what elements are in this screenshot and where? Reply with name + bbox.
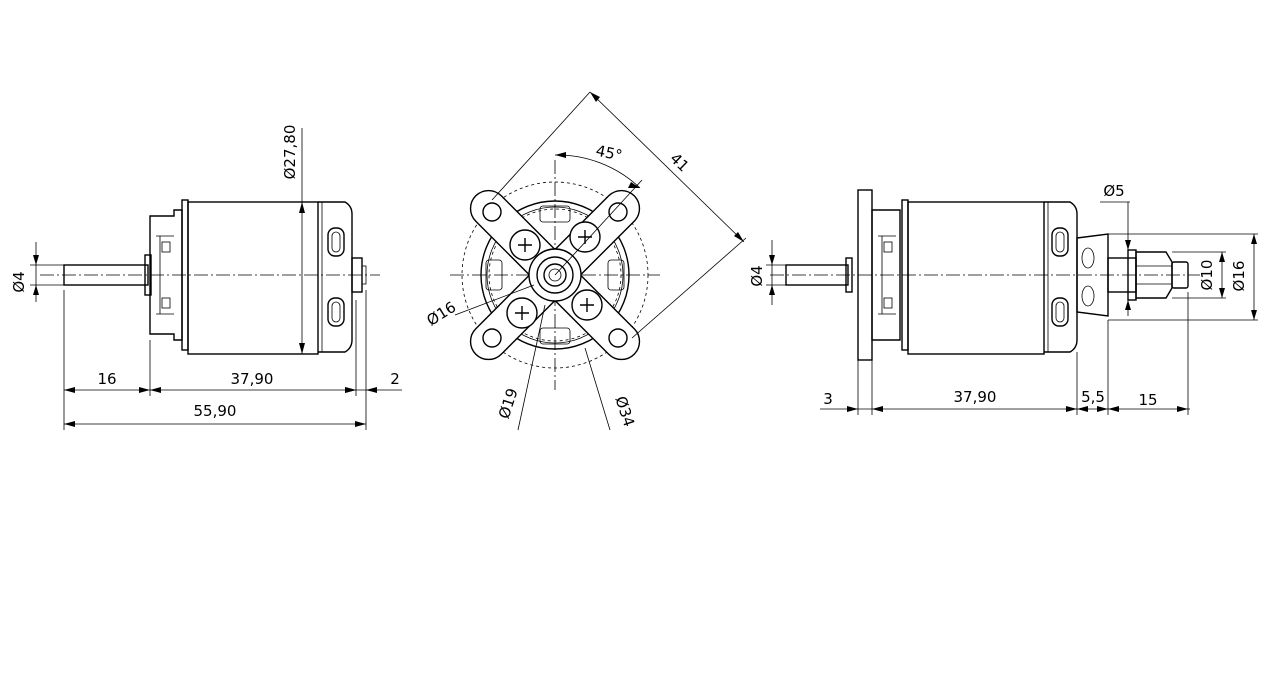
front-angle-label: 45° [594,142,624,165]
front-span-label: 41 [666,149,692,175]
side-body-dia-label: Ø27,80 [281,125,299,180]
mount-shaft-dia-label: Ø4 [748,265,766,286]
front-inner-dia-label: Ø19 [495,386,522,421]
side-shaft-len-label: 16 [97,370,116,388]
front-hub-dia-label: Ø16 [423,298,459,330]
side-body-len-label: 37,90 [231,370,274,388]
mount-nut-dia-label: Ø10 [1198,260,1216,291]
mount-adapter-len-label: 15 [1138,391,1157,409]
mount-adapter-dia-label: Ø5 [1103,182,1124,200]
mount-body-len-label: 37,90 [954,388,997,406]
front-view [450,91,747,431]
mount-collar-dia-label: Ø16 [1230,261,1248,292]
side-end-len-label: 2 [390,370,400,388]
mount-plate-len-label: 3 [823,390,833,408]
side-total-len-label: 55,90 [194,402,237,420]
side-shaft-dia-label: Ø4 [10,271,28,292]
mount-collar-len-label: 5,5 [1081,388,1105,406]
mount-view [766,189,1258,415]
front-bolt-dia-label: Ø34 [611,394,638,429]
side-view [30,128,402,430]
